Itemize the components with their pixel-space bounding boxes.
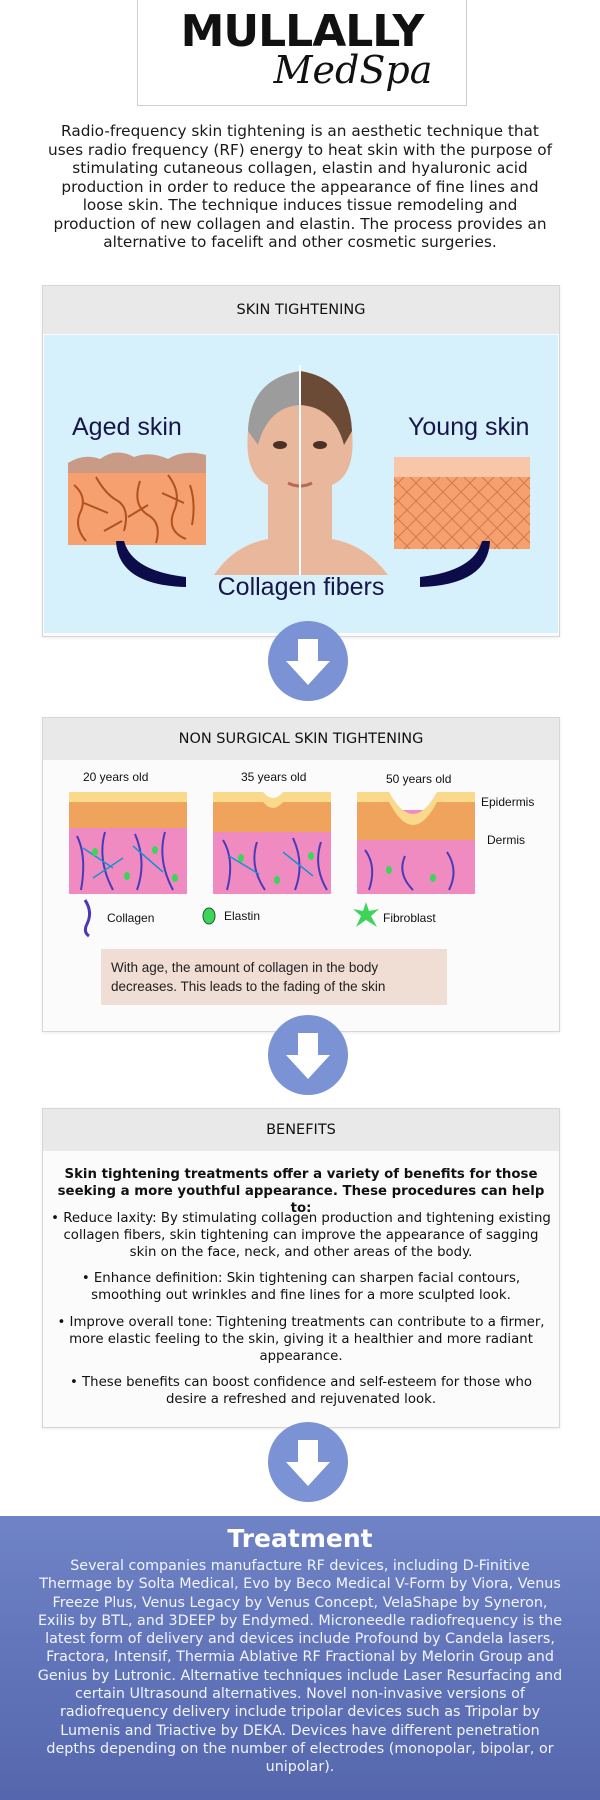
collagen-fibers-label: Collagen fibers <box>217 573 385 601</box>
benefits-intro: Skin tightening treatments offer a varie… <box>57 1167 545 1216</box>
logo: MULLALLY MedSpa <box>137 0 467 106</box>
skin-block-20 <box>69 792 187 894</box>
skin-tightening-section: SKIN TIGHTENING <box>42 285 560 637</box>
face-portrait <box>208 365 394 575</box>
benefit-item: • Reduce laxity: By stimulating collagen… <box>51 1211 551 1260</box>
non-surgical-title: NON SURGICAL SKIN TIGHTENING <box>43 718 559 760</box>
intro-paragraph: Radio-frequency skin tightening is an ae… <box>48 122 552 251</box>
logo-script-text: MedSpa <box>273 48 433 92</box>
age-label-50: 50 years old <box>386 772 452 786</box>
benefit-item: • These benefits can boost confidence an… <box>69 1375 533 1407</box>
legend-collagen: Collagen <box>107 911 155 925</box>
young-skin-label: Young skin <box>408 413 530 441</box>
fibroblast-icon <box>353 902 379 927</box>
down-arrow-icon <box>268 1015 348 1095</box>
age-label-20: 20 years old <box>83 770 149 784</box>
skin-tightening-title: SKIN TIGHTENING <box>43 286 559 334</box>
non-surgical-section: NON SURGICAL SKIN TIGHTENING 20 years ol… <box>42 717 560 1032</box>
legend-elastin: Elastin <box>224 909 261 923</box>
treatment-title: Treatment <box>227 1524 373 1553</box>
skin-block-35 <box>213 792 331 894</box>
age-label-35: 35 years old <box>241 770 307 784</box>
aged-skin-label: Aged skin <box>72 413 182 441</box>
logo-main-text: MULLALLY <box>180 6 425 57</box>
treatment-body: Several companies manufacture RF devices… <box>37 1558 563 1776</box>
collagen-note-text: With age, the amount of collagen in the … <box>111 960 386 994</box>
skin-layers-graphic <box>69 792 475 894</box>
legend-fibroblast: Fibroblast <box>383 911 436 925</box>
aged-skin-block <box>68 452 206 545</box>
collagen-bracket-left <box>116 541 186 587</box>
epidermis-label: Epidermis <box>481 795 535 809</box>
down-arrow-icon <box>268 621 348 701</box>
treatment-section: Treatment Several companies manufacture … <box>0 1516 600 1800</box>
collagen-bracket-right <box>420 541 490 587</box>
benefit-item: • Improve overall tone: Tightening treat… <box>57 1315 545 1364</box>
skin-block-50 <box>357 792 475 894</box>
collagen-note-box: With age, the amount of collagen in the … <box>101 949 447 1005</box>
collagen-icon <box>83 899 92 938</box>
benefit-item: • Enhance definition: Skin tightening ca… <box>81 1271 521 1303</box>
skin-comparison-illustration: Aged skin Young skin Collagen fibers <box>44 335 558 633</box>
benefits-section: BENEFITS Skin tightening treatments offe… <box>42 1108 560 1428</box>
down-arrow-icon <box>268 1422 348 1502</box>
young-skin-block <box>391 457 531 550</box>
skin-illustration-graphic <box>68 365 531 587</box>
dermis-label: Dermis <box>487 833 525 847</box>
benefits-title: BENEFITS <box>43 1109 559 1151</box>
elastin-icon <box>202 907 216 925</box>
